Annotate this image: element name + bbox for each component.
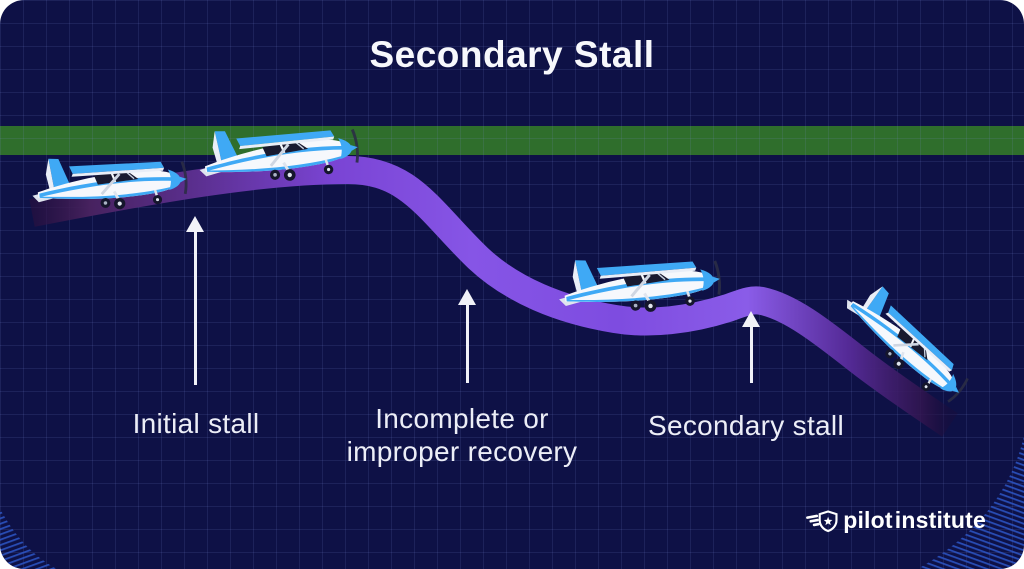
label-secondary-stall: Secondary stall — [648, 410, 844, 441]
arrow-up-icon — [458, 289, 476, 305]
arrow-up-icon — [186, 216, 204, 232]
label-improper-recovery: Incomplete or improper recovery — [346, 403, 578, 468]
initial-stall-arrow — [185, 216, 205, 385]
page-title: Secondary Stall — [369, 34, 655, 75]
winged-shield-star-icon — [806, 509, 838, 532]
secondary-stall-arrow — [741, 311, 761, 383]
label-initial-stall: Initial stall — [132, 408, 260, 439]
pilot-institute-logo: pilot institute — [806, 507, 986, 534]
arrow-up-icon — [742, 311, 760, 327]
brand-text: pilot institute — [843, 507, 986, 533]
altitude-band — [0, 126, 1024, 155]
improper-recovery-arrow — [457, 289, 477, 383]
